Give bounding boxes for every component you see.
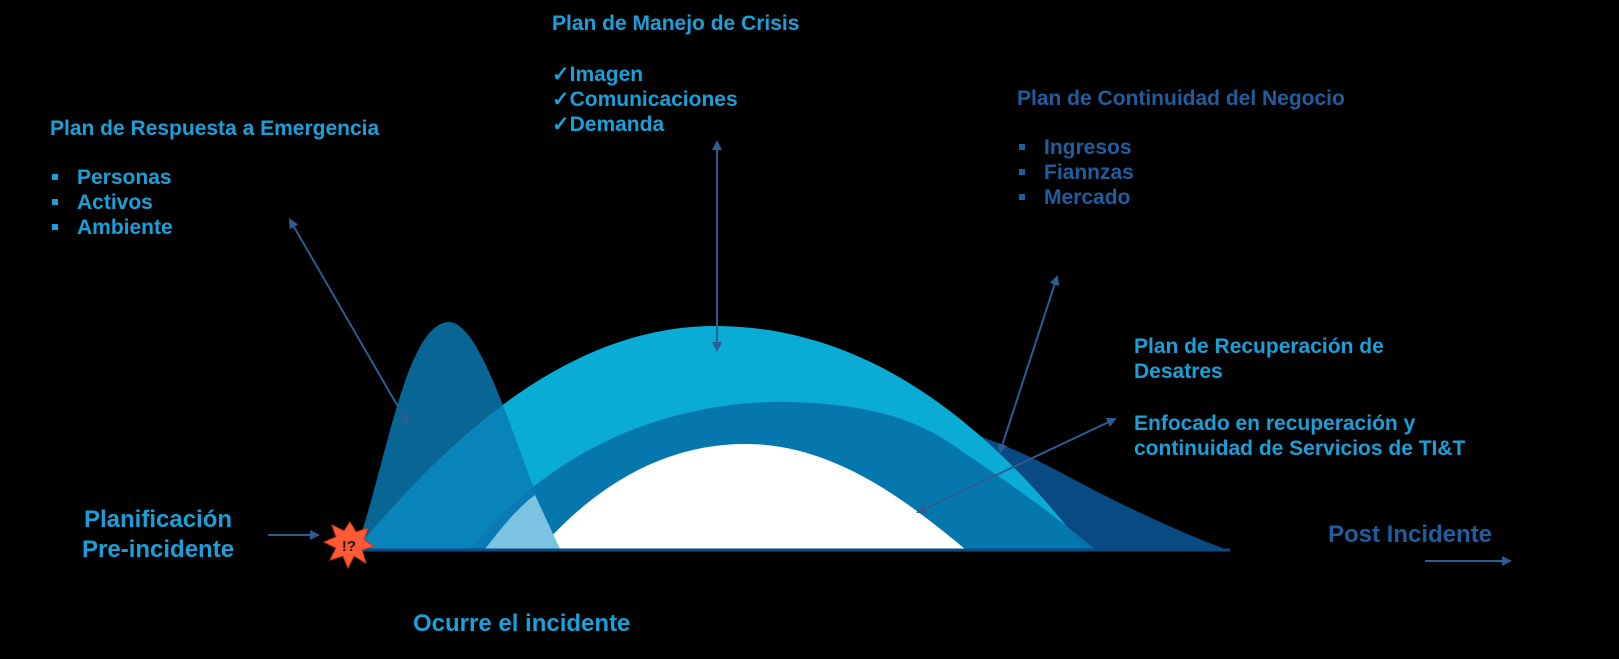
crisis-item-imagen: Imagen (552, 62, 799, 87)
recovery-plan-title-line2: Desatres (1134, 360, 1223, 383)
crisis-plan-block: Plan de Manejo de Crisis Imagen Comunica… (552, 12, 799, 137)
continuity-item-finanzas: Fiannzas (1017, 160, 1345, 185)
continuity-item-mercado: Mercado (1017, 185, 1345, 210)
pre-incident-line1: Planificación (84, 506, 233, 533)
recovery-arrow (916, 417, 1117, 514)
post-incident-label: Post Incidente (1328, 521, 1493, 548)
continuity-plan-block: Plan de Continuidad del Negocio Ingresos… (1017, 87, 1345, 210)
continuity-arrow (997, 275, 1060, 454)
incident-occurs-label: Ocurre el incidente (413, 610, 631, 637)
incident-burst-symbol: !? (342, 538, 356, 555)
emergency-plan-block: Plan de Respuesta a Emergencia Personas … (50, 117, 379, 240)
crisis-item-demanda: Demanda (552, 112, 799, 137)
emergency-arrow (288, 218, 410, 426)
core-area (540, 444, 965, 549)
incident-burst-icon: !? (322, 521, 376, 570)
emergency-plan-list: Personas Activos Ambiente (50, 165, 379, 240)
recovery-plan-title-line1: Plan de Recuperación de (1134, 335, 1384, 358)
crisis-plan-title: Plan de Manejo de Crisis (552, 12, 800, 35)
pre-incident-label: Planificación Pre-incidente (82, 505, 234, 565)
crisis-plan-list: Imagen Comunicaciones Demanda (552, 62, 799, 137)
recovery-desc-line1: Enfocado en recuperación y (1134, 412, 1416, 435)
emergency-item-ambiente: Ambiente (50, 215, 379, 240)
overlap-area (485, 495, 560, 549)
pre-incident-line2: Pre-incidente (82, 536, 235, 563)
crisis-item-comunicaciones: Comunicaciones (552, 87, 799, 112)
emergency-item-activos: Activos (50, 190, 379, 215)
emergency-plan-title: Plan de Respuesta a Emergencia (50, 117, 380, 140)
recovery-desc-line2: continuidad de Servicios de TI&T (1134, 437, 1466, 460)
recovery-plan-block: Plan de Recuperación de Desatres Enfocad… (1134, 334, 1465, 461)
emergency-item-personas: Personas (50, 165, 379, 190)
recovery-plan-description: Enfocado en recuperación y continuidad d… (1134, 411, 1465, 461)
continuity-plan-list: Ingresos Fiannzas Mercado (1017, 135, 1345, 210)
continuity-item-ingresos: Ingresos (1017, 135, 1345, 160)
continuity-plan-title: Plan de Continuidad del Negocio (1017, 87, 1345, 110)
